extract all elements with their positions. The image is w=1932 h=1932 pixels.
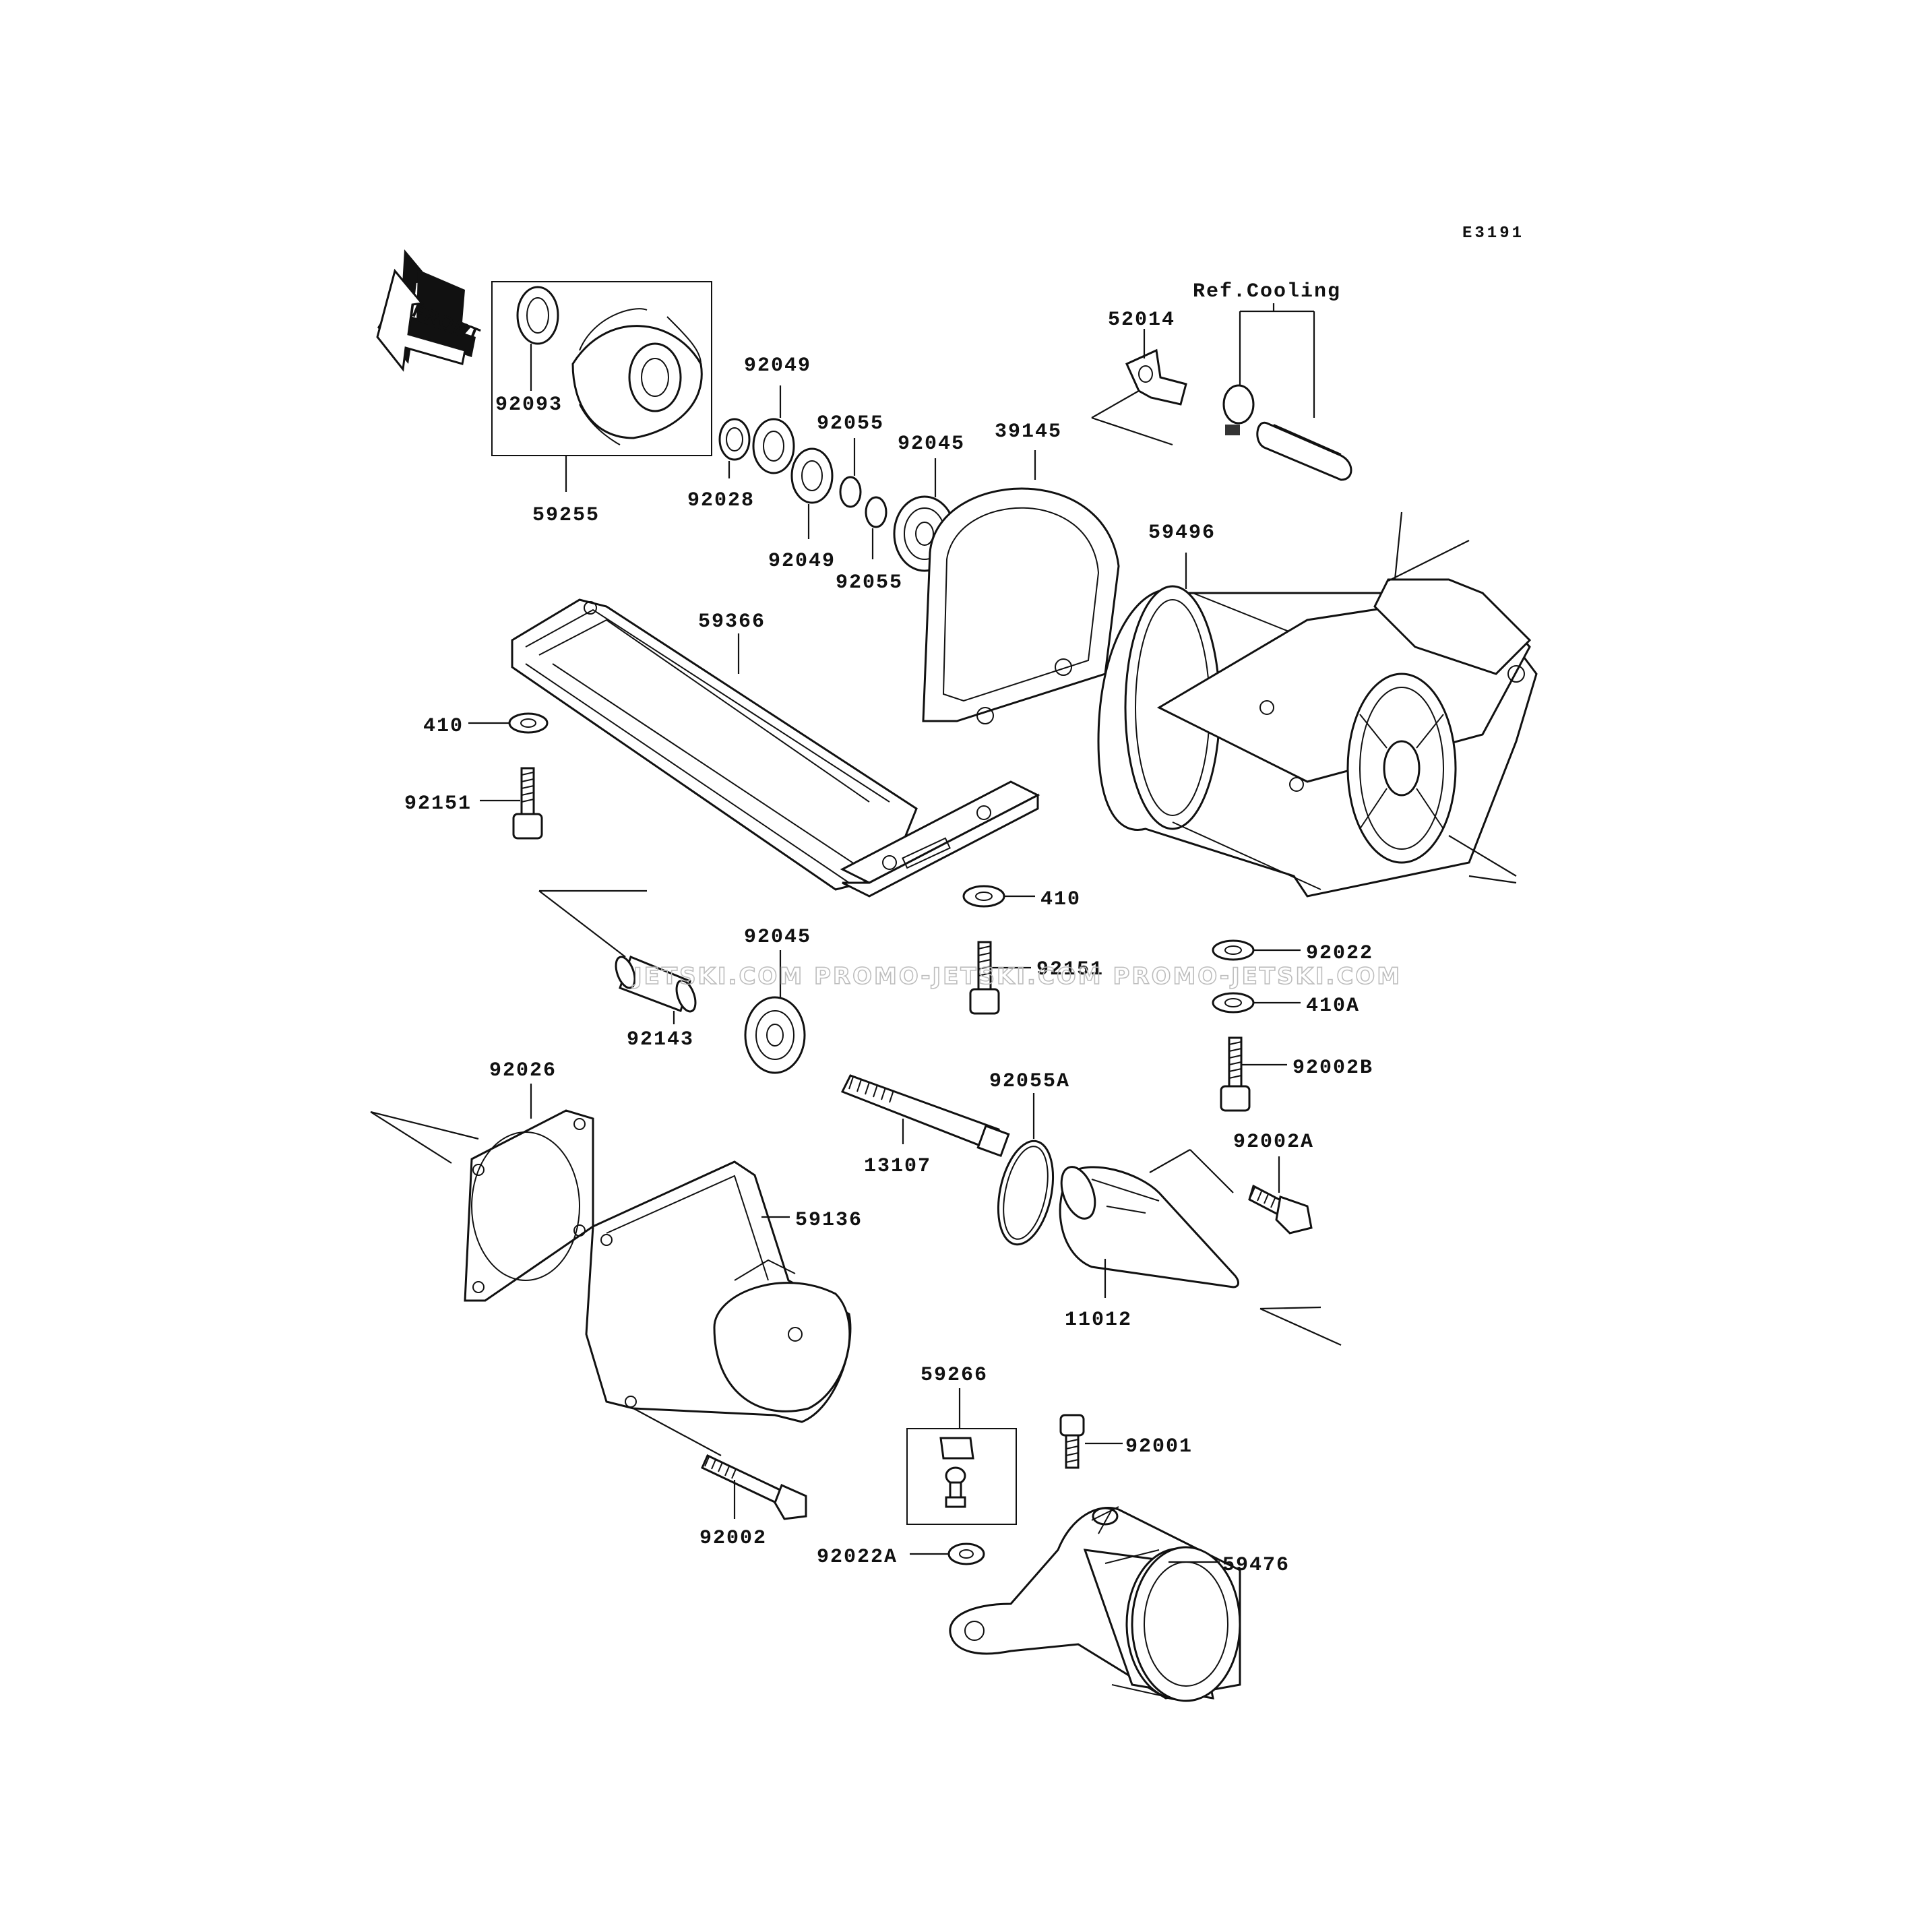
part-59366-plate	[511, 598, 1040, 898]
label-52014: 52014	[1108, 309, 1175, 332]
label-92055-upper: 92055	[817, 412, 884, 435]
diagram-code: E3191	[1462, 224, 1524, 243]
label-92022A: 92022A	[817, 1546, 898, 1569]
part-92055A-o-ring	[997, 1093, 1055, 1246]
label-92001: 92001	[1125, 1435, 1193, 1458]
label-92028: 92028	[687, 489, 755, 512]
part-11012-cone	[1059, 1166, 1342, 1346]
part-92002A-bolt	[1149, 1149, 1313, 1235]
label-92002A: 92002A	[1233, 1131, 1314, 1154]
part-410A-washer	[1212, 992, 1301, 1014]
part-92026-gasket	[370, 1084, 594, 1302]
label-92045-lower: 92045	[744, 926, 811, 949]
part-410-washer-left	[468, 712, 549, 734]
part-13107-drive-shaft	[840, 1074, 1010, 1158]
part-92151-bolt-left	[480, 767, 543, 840]
label-92045-upper: 92045	[898, 433, 965, 456]
label-92002B: 92002B	[1292, 1057, 1373, 1080]
part-92055-o-ring-upper	[839, 438, 862, 508]
part-59255-impeller-kit	[491, 281, 712, 492]
watermark: JETSKI.COM PROMO-JETSKI.COM PROMO-JETSKI…	[632, 963, 1402, 990]
part-59496-pump-housing	[1097, 511, 1538, 898]
label-59366: 59366	[698, 611, 766, 633]
ref-cooling-leader	[1239, 303, 1315, 418]
front-arrow-icon: FRONT	[376, 249, 484, 372]
part-39145-gasket	[922, 450, 1120, 724]
part-92045-bearing-lower	[744, 950, 806, 1074]
label-410A: 410A	[1306, 995, 1360, 1018]
label-92055-lower: 92055	[836, 571, 903, 594]
part-410-washer-right	[962, 885, 1035, 908]
part-92151-bolt-right	[969, 941, 1031, 1015]
part-59136-pump-case	[585, 1160, 852, 1456]
label-11012: 11012	[1065, 1309, 1132, 1332]
part-92055-o-ring-lower	[865, 496, 887, 559]
label-92002: 92002	[699, 1527, 767, 1550]
label-59266: 59266	[921, 1364, 988, 1387]
cooling-clamp-and-hose	[1222, 384, 1352, 481]
part-92143-sleeve	[538, 890, 697, 1024]
part-92049-seal-lower	[790, 447, 834, 539]
label-59496: 59496	[1148, 522, 1216, 544]
part-92002-bolt	[701, 1454, 807, 1520]
part-92001-bolt	[1059, 1414, 1123, 1469]
label-92151-right: 92151	[1036, 958, 1104, 981]
label-92151-left: 92151	[404, 792, 472, 815]
part-92022-washer	[1212, 939, 1301, 961]
part-59476-steering-nozzle	[949, 1506, 1241, 1702]
label-92055A: 92055A	[989, 1070, 1070, 1093]
part-52014-fitting	[1091, 329, 1187, 446]
part-92002B-bolt	[1220, 1036, 1287, 1112]
label-92022: 92022	[1306, 942, 1373, 965]
label-13107: 13107	[864, 1155, 931, 1178]
label-410-right: 410	[1040, 888, 1081, 911]
label-92049-lower: 92049	[768, 550, 836, 573]
label-59476: 59476	[1222, 1554, 1290, 1577]
label-92143: 92143	[627, 1028, 694, 1051]
label-92026: 92026	[489, 1059, 557, 1082]
label-59255: 59255	[532, 504, 600, 527]
label-92049-upper: 92049	[744, 354, 811, 377]
label-39145: 39145	[995, 420, 1062, 443]
label-59136: 59136	[795, 1209, 863, 1232]
label-92093: 92093	[495, 394, 563, 416]
ref-cooling-label: Ref.Cooling	[1193, 280, 1341, 303]
part-59266-nipple-kit	[906, 1388, 1017, 1525]
label-410-left: 410	[423, 715, 464, 738]
part-92049-seal-upper	[752, 385, 795, 474]
part-92022A-washer	[910, 1543, 985, 1565]
part-92028-collar	[718, 418, 751, 478]
